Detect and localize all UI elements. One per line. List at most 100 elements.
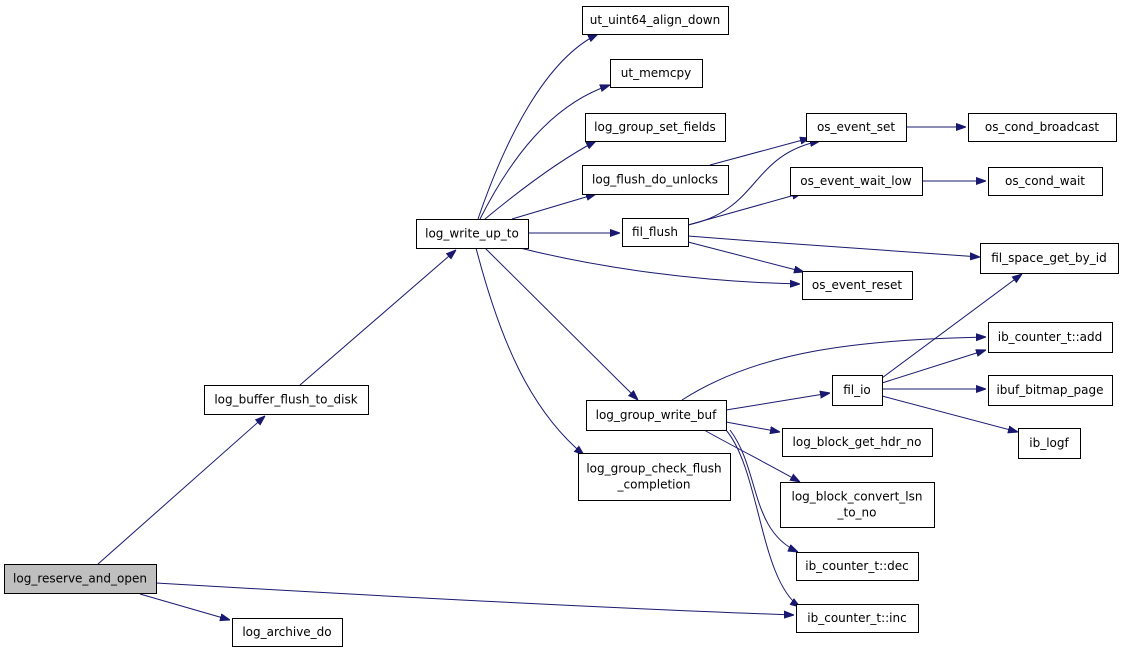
node-log_archive_do[interactable]: log_archive_do	[232, 618, 343, 647]
node-label: log_buffer_flush_to_disk	[214, 393, 357, 407]
edge-log_write_up_to-to-log_group_set_fields	[484, 141, 596, 220]
node-label: ib_counter_t::dec	[805, 559, 909, 573]
node-os_cond_broadcast[interactable]: os_cond_broadcast	[968, 113, 1117, 142]
node-label: log_group_set_fields	[594, 120, 716, 134]
node-label: ut_uint64_align_down	[590, 13, 720, 27]
node-box	[988, 322, 1113, 353]
edge-layer	[97, 34, 1022, 620]
node-box	[578, 453, 731, 501]
node-box	[610, 59, 703, 88]
node-box	[988, 375, 1113, 406]
node-box	[988, 167, 1103, 196]
node-log_write_up_to[interactable]: log_write_up_to	[416, 219, 529, 249]
node-log_flush_do_unlocks[interactable]: log_flush_do_unlocks	[582, 165, 729, 195]
node-box	[1018, 428, 1081, 459]
node-box	[582, 6, 729, 35]
node-box	[980, 243, 1119, 274]
node-box	[204, 385, 369, 415]
edge-log_reserve_and_open-to-ib_counter_t_inc	[155, 582, 794, 615]
edge-fil_flush-to-os_event_set	[687, 141, 820, 226]
edge-fil_flush-to-os_event_reset	[687, 241, 804, 272]
node-box	[586, 400, 727, 431]
node-box	[416, 219, 529, 249]
node-label: ib_counter_t::add	[998, 330, 1103, 344]
node-label: _to_no	[837, 506, 877, 520]
edge-log_group_write_buf-to-ib_counter_t_inc	[725, 429, 800, 607]
node-fil_flush[interactable]: fil_flush	[622, 218, 689, 247]
node-label: log_group_write_buf	[596, 408, 718, 422]
node-label: log_archive_do	[242, 625, 331, 639]
node-ib_logf[interactable]: ib_logf	[1018, 428, 1081, 459]
node-box	[790, 167, 923, 196]
node-label: log_reserve_and_open	[13, 572, 147, 586]
edge-log_group_write_buf-to-fil_io	[725, 393, 830, 411]
node-os_cond_wait[interactable]: os_cond_wait	[988, 167, 1103, 196]
node-box	[968, 113, 1117, 142]
node-ut_uint64_align_down[interactable]: ut_uint64_align_down	[582, 6, 729, 35]
node-log_block_convert_lsn_to_no[interactable]: log_block_convert_lsn _to_no	[780, 482, 935, 528]
node-label: ibuf_bitmap_page	[996, 383, 1103, 397]
node-label: ib_logf	[1029, 436, 1069, 450]
node-label: fil_space_get_by_id	[991, 251, 1106, 265]
edge-fil_io-to-fil_space_get_by_id	[881, 274, 1022, 379]
node-fil_space_get_by_id[interactable]: fil_space_get_by_id	[980, 243, 1119, 274]
node-log_block_get_hdr_no[interactable]: log_block_get_hdr_no	[782, 428, 933, 457]
node-log_group_set_fields[interactable]: log_group_set_fields	[585, 113, 726, 142]
edge-log_write_up_to-to-log_group_check_flush_completion	[475, 247, 584, 455]
node-os_event_wait_low[interactable]: os_event_wait_low	[790, 167, 923, 196]
node-box	[585, 113, 726, 142]
edge-log_group_write_buf-to-ib_counter_t_dec	[729, 429, 798, 552]
node-label: log_block_convert_lsn	[792, 490, 923, 504]
edge-fil_io-to-ib_counter_t_add	[881, 350, 986, 384]
node-ibuf_bitmap_page[interactable]: ibuf_bitmap_page	[988, 375, 1113, 406]
edge-log_reserve_and_open-to-log_archive_do	[139, 593, 230, 620]
edge-log_buffer_flush_to_disk-to-log_write_up_to	[299, 250, 456, 386]
edge-fil_io-to-ib_logf	[881, 395, 1018, 432]
node-ut_memcpy[interactable]: ut_memcpy	[610, 59, 703, 88]
edge-log_write_up_to-to-os_event_reset	[519, 247, 800, 284]
node-fil_io[interactable]: fil_io	[832, 375, 883, 406]
node-os_event_reset[interactable]: os_event_reset	[802, 271, 913, 300]
node-log_group_write_buf[interactable]: log_group_write_buf	[586, 400, 727, 431]
node-ib_counter_t_inc[interactable]: ib_counter_t::inc	[796, 604, 919, 633]
node-box	[796, 604, 919, 633]
node-box	[832, 375, 883, 406]
node-label: log_flush_do_unlocks	[592, 173, 718, 187]
edge-log_write_up_to-to-ut_uint64_align_down	[477, 34, 598, 220]
edge-log_group_write_buf-to-log_block_convert_lsn_to_no	[703, 429, 800, 482]
node-label: log_block_get_hdr_no	[793, 435, 922, 449]
node-label: fil_flush	[632, 225, 678, 239]
node-label: os_cond_broadcast	[985, 120, 1100, 134]
node-label: _completion	[617, 478, 691, 492]
edge-fil_flush-to-fil_space_get_by_id	[687, 235, 980, 257]
node-box	[622, 218, 689, 247]
edge-log_group_write_buf-to-log_block_get_hdr_no	[725, 421, 780, 432]
node-label: ib_counter_t::inc	[807, 611, 906, 625]
node-os_event_set[interactable]: os_event_set	[806, 113, 907, 142]
node-log_group_check_flush_completion[interactable]: log_group_check_flush_completion	[578, 453, 731, 501]
node-layer: log_reserve_and_open log_buffer_flush_to_…	[4, 6, 1119, 647]
node-label: fil_io	[843, 383, 871, 397]
node-label: ut_memcpy	[621, 66, 691, 80]
node-label: os_event_wait_low	[800, 174, 912, 188]
node-box	[4, 564, 157, 594]
node-log_reserve_and_open[interactable]: log_reserve_and_open	[4, 564, 157, 594]
node-box	[780, 482, 935, 528]
node-box	[802, 271, 913, 300]
node-box	[782, 428, 933, 457]
node-label: os_cond_wait	[1005, 174, 1085, 188]
node-label: log_write_up_to	[425, 227, 519, 241]
edge-log_write_up_to-to-log_group_write_buf	[484, 247, 638, 400]
node-box	[806, 113, 907, 142]
node-ib_counter_t_dec[interactable]: ib_counter_t::dec	[796, 552, 919, 581]
edge-log_group_write_buf-to-ib_counter_t_add	[681, 337, 986, 401]
edge-fil_flush-to-os_event_wait_low	[687, 193, 802, 226]
node-log_buffer_flush_to_disk[interactable]: log_buffer_flush_to_disk	[204, 385, 369, 415]
edge-log_reserve_and_open-to-log_buffer_flush_to_disk	[97, 416, 265, 565]
node-box	[582, 165, 729, 195]
node-ib_counter_t_add[interactable]: ib_counter_t::add	[988, 322, 1113, 353]
edge-log_write_up_to-to-ut_memcpy	[479, 85, 610, 220]
node-label: os_event_reset	[812, 278, 902, 292]
node-box	[796, 552, 919, 581]
